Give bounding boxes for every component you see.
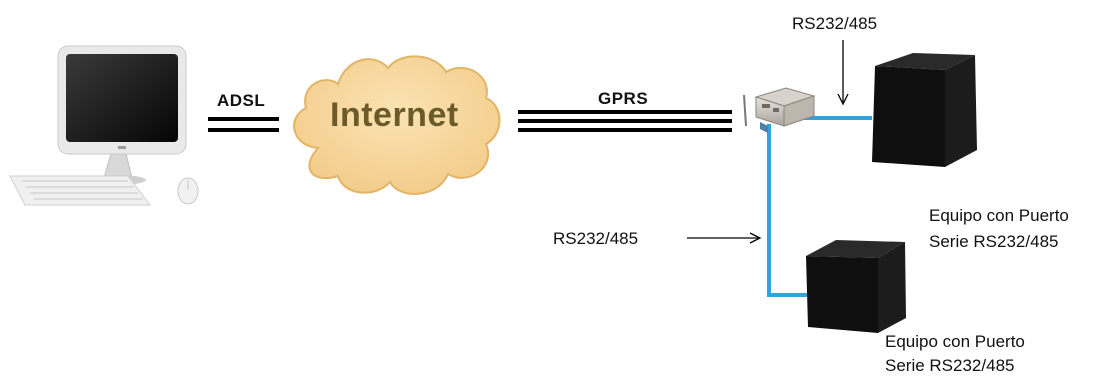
arrow-down-icon [837,40,849,106]
device1-label-line2: Serie RS232/485 [929,232,1059,251]
adsl-label: ADSL [217,91,266,110]
device1-label-line1: Equipo con Puerto [929,206,1069,225]
desktop-computer-icon [9,45,199,206]
device-cube-2 [806,240,906,333]
gprs-label: GPRS [598,89,649,108]
device-cube-1 [872,53,977,167]
rs232-left-label: RS232/485 [553,229,639,248]
gprs-modem-icon [743,87,816,133]
internet-label: Internet [330,96,459,134]
adsl-link-lines [208,117,279,132]
arrow-right-icon [687,232,762,244]
device2-label-line1: Equipo con Puerto [885,332,1025,351]
device2-label-line2: Serie RS232/485 [885,356,1015,375]
rs232-top-label: RS232/485 [792,14,878,33]
internet-cloud-icon [293,55,501,195]
gprs-link-lines [518,110,732,132]
